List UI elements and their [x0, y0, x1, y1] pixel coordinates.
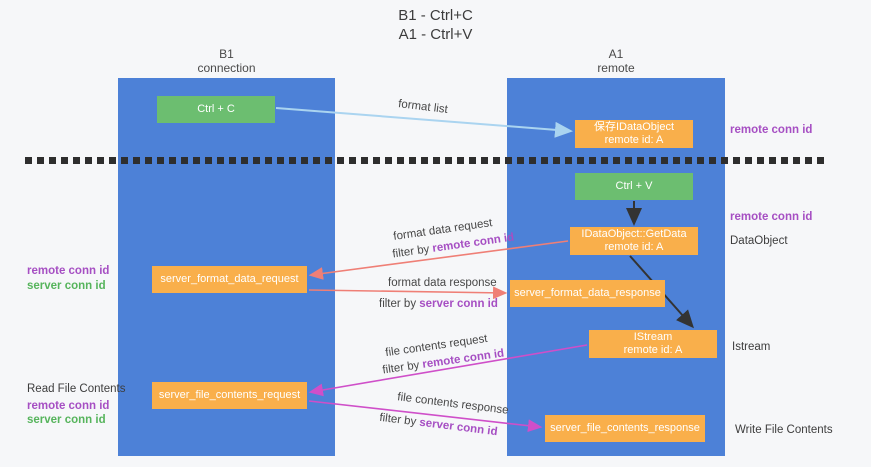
- istream-line2: remote id: A: [623, 344, 683, 356]
- filter-by-text: filter by: [381, 358, 424, 377]
- remote-conn-id-annotation-file: remote conn id: [27, 400, 110, 412]
- server-file-contents-response-node: server_file_contents_response: [545, 415, 705, 442]
- file-contents-response-filter-label: filter by server conn id: [379, 412, 498, 438]
- server-file-contents-request-label: server_file_contents_request: [158, 389, 301, 401]
- getdata-node: IDataObject::GetData remote id: A: [570, 227, 698, 255]
- server-format-data-request-node: server_format_data_request: [152, 266, 307, 293]
- diagram-title: B1 - Ctrl+C A1 - Ctrl+V: [0, 6, 871, 44]
- lifeline-b1-name: B1: [219, 47, 234, 61]
- lifeline-b1-subtitle: connection: [197, 61, 256, 75]
- server-conn-id-key: server conn id: [418, 416, 499, 439]
- ctrl-c-node: Ctrl + C: [157, 96, 275, 123]
- title-line-2: A1 - Ctrl+V: [398, 26, 473, 43]
- server-file-contents-request-node: server_file_contents_request: [152, 382, 307, 409]
- lifeline-a1-subtitle: remote: [597, 61, 635, 75]
- format-data-response-arrow: [308, 286, 508, 300]
- server-format-data-request-label: server_format_data_request: [160, 273, 299, 285]
- istream-annotation: Istream: [732, 341, 771, 353]
- server-file-contents-response-label: server_file_contents_response: [550, 422, 700, 434]
- save-dataobject-line1: 保存IDataObject: [593, 121, 675, 133]
- server-conn-id-annotation-file: server conn id: [27, 414, 106, 426]
- remote-conn-id-annotation-save: remote conn id: [730, 124, 813, 136]
- remote-conn-id-annotation-format: remote conn id: [27, 265, 110, 277]
- format-list-label: format list: [397, 98, 449, 116]
- istream-node: IStream remote id: A: [589, 330, 717, 358]
- lifeline-a1-name: A1: [608, 47, 624, 61]
- title-line-1: B1 - Ctrl+C: [398, 7, 473, 24]
- file-contents-response-label: file contents response: [396, 391, 510, 417]
- istream-line1: IStream: [633, 331, 673, 343]
- save-dataobject-line2: remote id: A: [604, 134, 664, 146]
- lifeline-header-a1: A1 remote: [507, 47, 725, 77]
- getdata-line2: remote id: A: [604, 241, 664, 253]
- lifeline-header-b1: B1 connection: [118, 47, 335, 77]
- ctrl-v-label: Ctrl + V: [615, 180, 653, 192]
- ctrl-c-label: Ctrl + C: [197, 103, 235, 115]
- server-format-data-response-node: server_format_data_response: [510, 280, 665, 307]
- format-data-response-label: format data response: [388, 277, 497, 289]
- filter-by-text: filter by: [379, 298, 420, 310]
- server-conn-id-key: server conn id: [419, 298, 498, 310]
- save-dataobject-node: 保存IDataObject remote id: A: [575, 120, 693, 148]
- format-data-response-filter-label: filter by server conn id: [379, 298, 498, 310]
- write-file-contents-annotation: Write File Contents: [735, 424, 833, 436]
- read-file-contents-annotation: Read File Contents: [27, 383, 126, 395]
- server-format-data-response-label: server_format_data_response: [514, 287, 661, 299]
- dataobject-annotation: DataObject: [730, 235, 788, 247]
- server-conn-id-annotation-format: server conn id: [27, 280, 106, 292]
- filter-by-text: filter by: [378, 411, 421, 429]
- section-divider-dashed-line: [25, 157, 825, 164]
- filter-by-text: filter by: [391, 242, 434, 261]
- ctrl-v-node: Ctrl + V: [575, 173, 693, 200]
- remote-conn-id-annotation-ctrlv: remote conn id: [730, 211, 813, 223]
- getdata-line1: IDataObject::GetData: [581, 228, 687, 240]
